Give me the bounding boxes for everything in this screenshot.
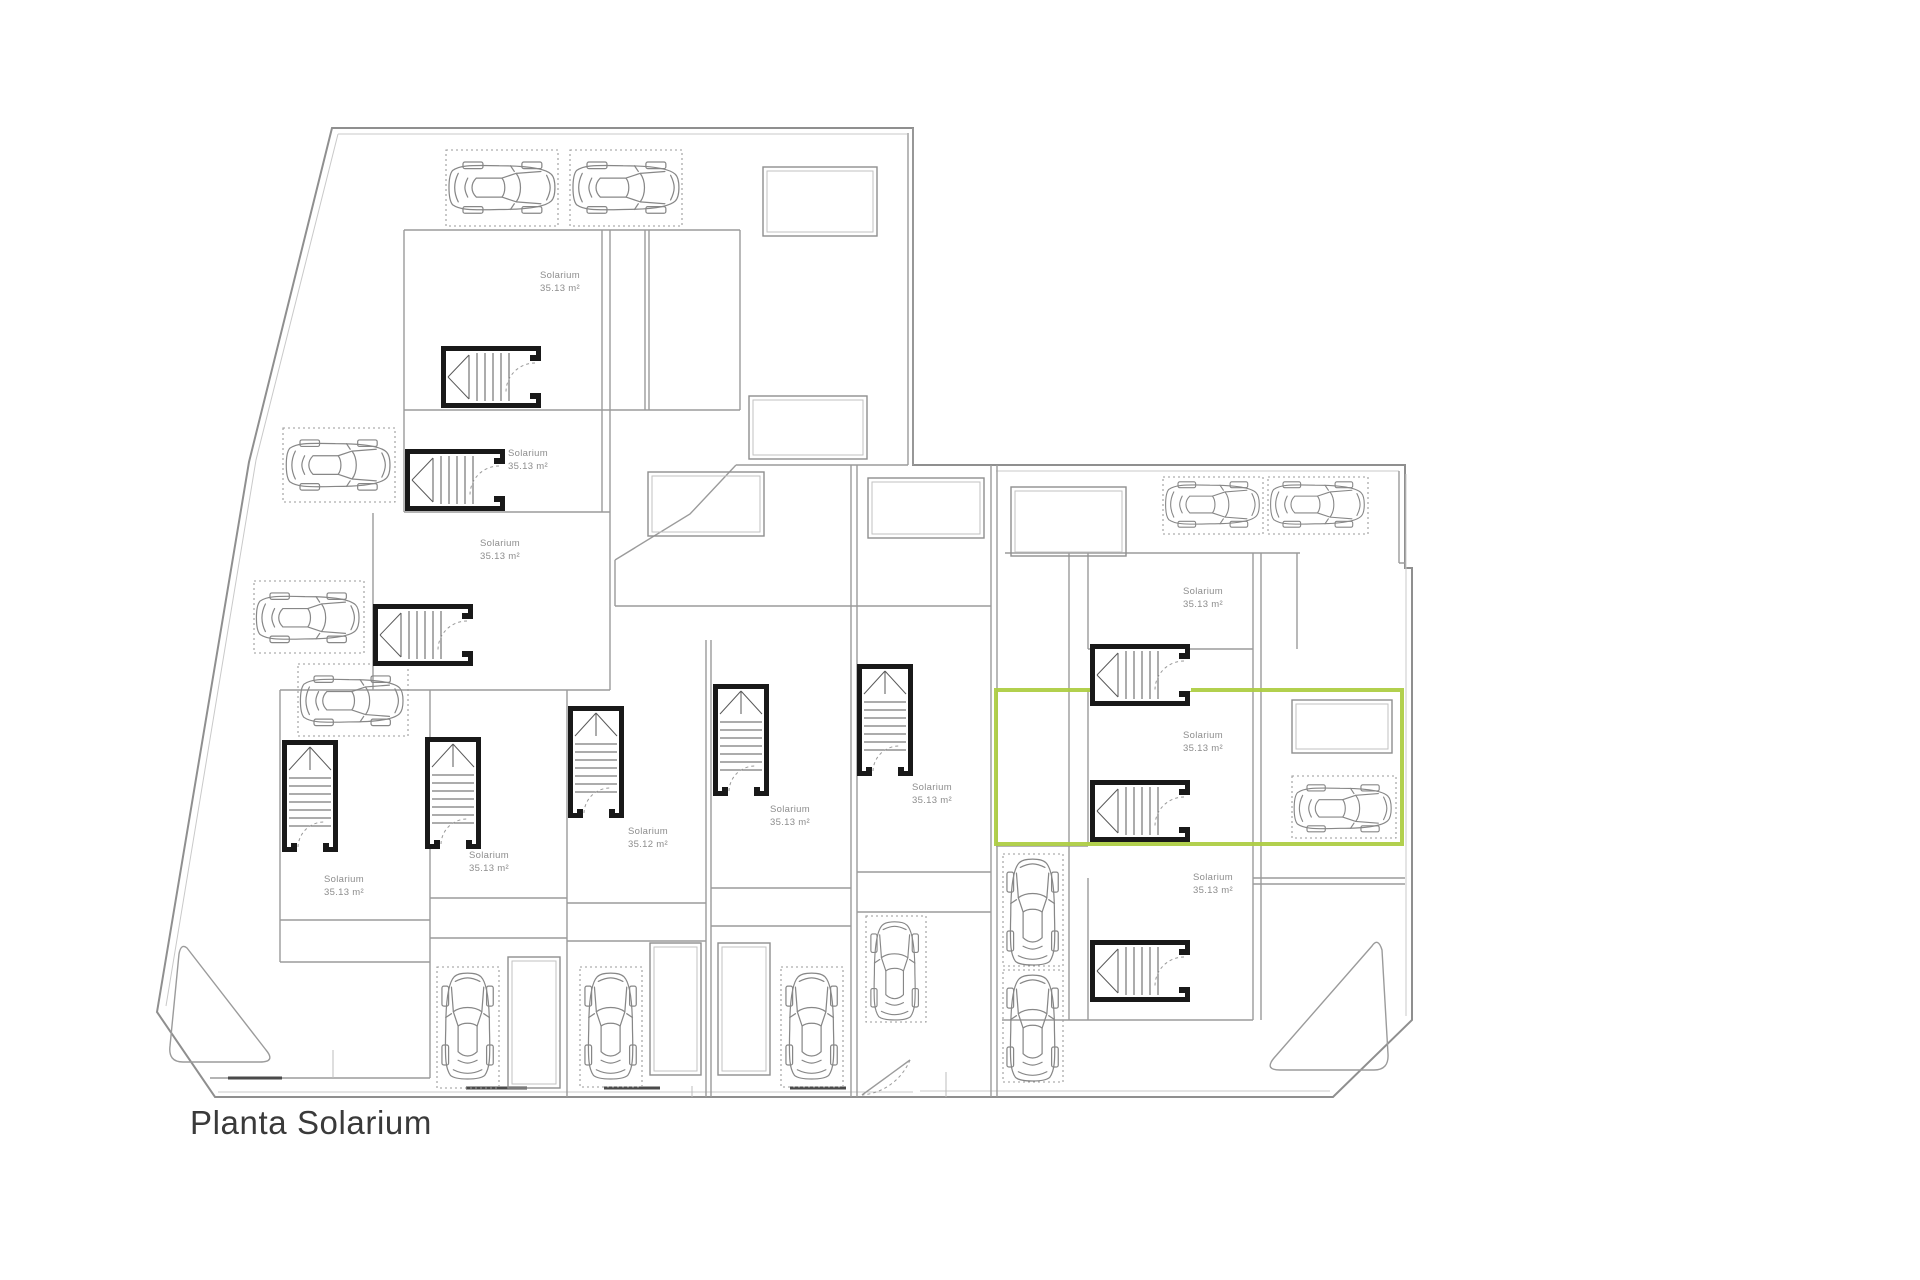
svg-text:Solarium: Solarium <box>469 850 509 861</box>
solarium-label: Solarium 35.13 m² <box>912 782 952 806</box>
car-icon <box>285 439 391 491</box>
skylight <box>748 395 868 460</box>
car-icon <box>1293 784 1392 833</box>
parking-space <box>569 149 683 227</box>
parking-space <box>780 966 844 1088</box>
pools-and-skylights <box>507 166 1393 1089</box>
entry-door-leaf <box>861 1059 911 1096</box>
svg-text:Solarium: Solarium <box>1183 586 1223 597</box>
parking-space <box>282 427 396 503</box>
ramps <box>169 941 1389 1071</box>
staircase-icon <box>408 452 507 509</box>
pool <box>647 471 765 537</box>
solarium-label: Solarium 35.13 m² <box>324 874 364 898</box>
parking-space <box>579 966 643 1088</box>
parking-spaces <box>253 149 1397 1089</box>
staircase-icon <box>716 687 767 800</box>
staircase-icon <box>571 709 622 822</box>
car-icon <box>299 675 404 727</box>
pool <box>649 942 702 1076</box>
svg-text:35.13 m²: 35.13 m² <box>508 461 548 472</box>
door-ticks <box>332 1050 947 1097</box>
svg-text:Solarium: Solarium <box>508 448 548 459</box>
parking-space <box>297 663 409 737</box>
parking-space <box>1267 476 1369 535</box>
svg-text:Solarium: Solarium <box>1183 730 1223 741</box>
middle-strip-walls <box>566 465 998 1097</box>
left-building-walls <box>210 128 991 1079</box>
solarium-label: Solarium 35.13 m² <box>508 448 548 472</box>
car-icon <box>785 972 838 1080</box>
pool <box>1291 699 1393 754</box>
threshold-ticks <box>228 1076 846 1090</box>
entry-door-arc <box>861 1059 911 1096</box>
parking-space <box>253 580 365 654</box>
skylight <box>762 166 878 237</box>
svg-text:35.13 m²: 35.13 m² <box>1193 885 1233 896</box>
svg-text:35.12 m²: 35.12 m² <box>628 839 668 850</box>
svg-text:35.13 m²: 35.13 m² <box>324 887 364 898</box>
parking-space <box>1162 476 1264 535</box>
staircase-icon <box>1093 783 1192 840</box>
plot-boundary <box>155 127 1413 1098</box>
solarium-label: Solarium 35.13 m² <box>480 538 520 562</box>
svg-text:35.13 m²: 35.13 m² <box>469 863 509 874</box>
svg-text:35.13 m²: 35.13 m² <box>1183 743 1223 754</box>
svg-text:Solarium: Solarium <box>1193 872 1233 883</box>
parking-space <box>1291 775 1397 839</box>
parking-space <box>1002 969 1064 1083</box>
solarium-label: Solarium 35.13 m² <box>1183 586 1223 610</box>
ramp <box>1269 941 1389 1071</box>
room-labels: Solarium 35.13 m² Solarium 35.13 m² Solari… <box>324 270 1233 898</box>
car-icon <box>1165 481 1260 528</box>
plot-boundary-inner-line <box>165 133 1407 1093</box>
car-icon <box>255 592 360 644</box>
parking-space <box>436 966 500 1089</box>
solarium-label: Solarium 35.13 m² <box>1183 730 1223 754</box>
staircase-icon <box>1093 943 1192 1000</box>
staircase-icon <box>860 667 911 780</box>
solarium-label: Solarium 35.12 m² <box>628 826 668 850</box>
svg-text:Solarium: Solarium <box>770 804 810 815</box>
svg-text:Solarium: Solarium <box>324 874 364 885</box>
solarium-label: Solarium 35.13 m² <box>770 804 810 828</box>
svg-text:35.13 m²: 35.13 m² <box>1183 599 1223 610</box>
solarium-label: Solarium 35.13 m² <box>469 850 509 874</box>
staircase-icon <box>285 743 336 856</box>
svg-text:35.13 m²: 35.13 m² <box>912 795 952 806</box>
solarium-label: Solarium 35.13 m² <box>540 270 580 294</box>
parking-space <box>445 149 559 227</box>
ramp <box>169 945 271 1063</box>
svg-text:Solarium: Solarium <box>480 538 520 549</box>
staircase-icon <box>1093 647 1192 704</box>
svg-text:35.13 m²: 35.13 m² <box>540 283 580 294</box>
highlighted-unit-outline[interactable] <box>994 688 1404 846</box>
car-icon <box>572 161 680 214</box>
parking-space <box>865 915 927 1023</box>
parking-space <box>1002 853 1064 967</box>
solarium-label: Solarium 35.13 m² <box>1193 872 1233 896</box>
staircase-icon <box>428 740 479 853</box>
car-icon <box>584 972 637 1080</box>
car-icon <box>1006 974 1059 1082</box>
svg-text:Solarium: Solarium <box>540 270 580 281</box>
staircases <box>285 349 1192 1000</box>
pool <box>1010 486 1127 557</box>
car-icon <box>448 161 556 214</box>
pool <box>867 477 985 539</box>
car-icon <box>870 921 919 1021</box>
svg-text:Solarium: Solarium <box>912 782 952 793</box>
plan-title: Planta Solarium <box>190 1104 432 1141</box>
svg-text:35.13 m²: 35.13 m² <box>480 551 520 562</box>
car-icon <box>1006 858 1059 966</box>
svg-text:35.13 m²: 35.13 m² <box>770 817 810 828</box>
pool <box>507 956 561 1089</box>
svg-text:Solarium: Solarium <box>628 826 668 837</box>
car-icon <box>441 972 494 1080</box>
pool <box>717 942 771 1076</box>
car-icon <box>1270 481 1365 528</box>
staircase-icon <box>376 607 475 664</box>
staircase-icon <box>444 349 543 406</box>
